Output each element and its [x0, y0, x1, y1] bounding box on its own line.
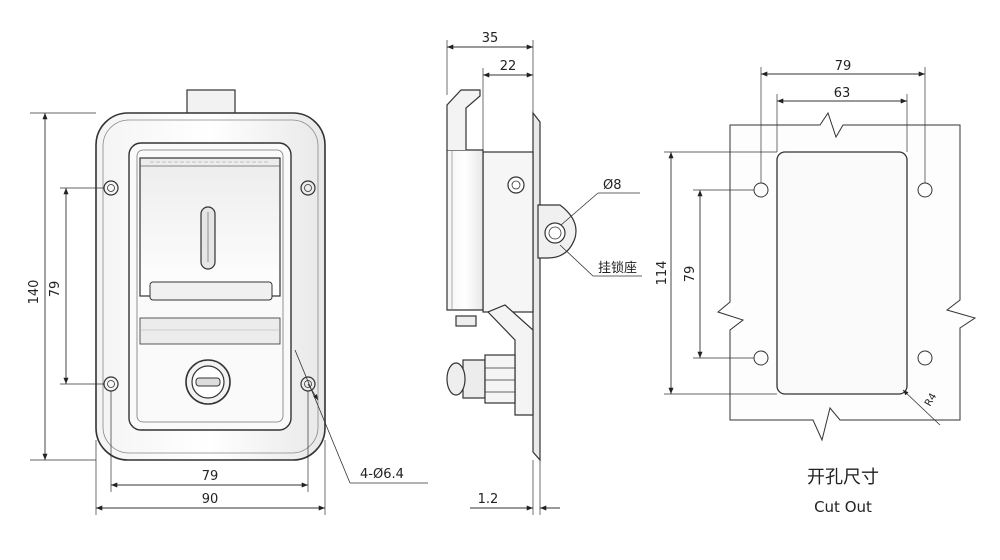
padlock-seat-label: 挂锁座: [598, 260, 637, 276]
front-width-label: 90: [202, 492, 219, 507]
padlock-seat: [537, 204, 577, 259]
side-depth-inner-label: 22: [500, 59, 517, 74]
lock-stud: [446, 354, 516, 404]
padlock-hole-label: Ø8: [603, 178, 622, 193]
key-cylinder: [185, 359, 231, 405]
cutout-caption-en: Cut Out: [814, 498, 872, 516]
front-hole-horizontal-label: 79: [202, 469, 219, 484]
cutout-caption-cn: 开孔尺寸: [807, 467, 879, 488]
side-plate-label: 1.2: [478, 492, 499, 507]
cutout-hole-spacing-label: 79: [835, 59, 852, 74]
cutout-dimensions: [664, 67, 941, 426]
cutout-opening-height-label: 114: [655, 261, 670, 286]
cutout-opening-width-label: 63: [834, 86, 851, 101]
cutout-hole-vertical-label: 79: [683, 266, 698, 283]
flange-plate: [532, 111, 541, 462]
hole-callout-label: 4-Ø6.4: [360, 467, 404, 482]
front-dimensions: [30, 112, 428, 515]
side-depth-total-label: 35: [482, 31, 499, 46]
front-hole-vertical-label: 79: [48, 281, 63, 298]
front-height-label: 140: [27, 280, 42, 305]
front-view: [95, 89, 326, 461]
cutout-view: [716, 111, 977, 442]
cutout-opening: [776, 151, 908, 395]
side-view: [446, 89, 577, 462]
side-dimensions: [446, 40, 642, 515]
